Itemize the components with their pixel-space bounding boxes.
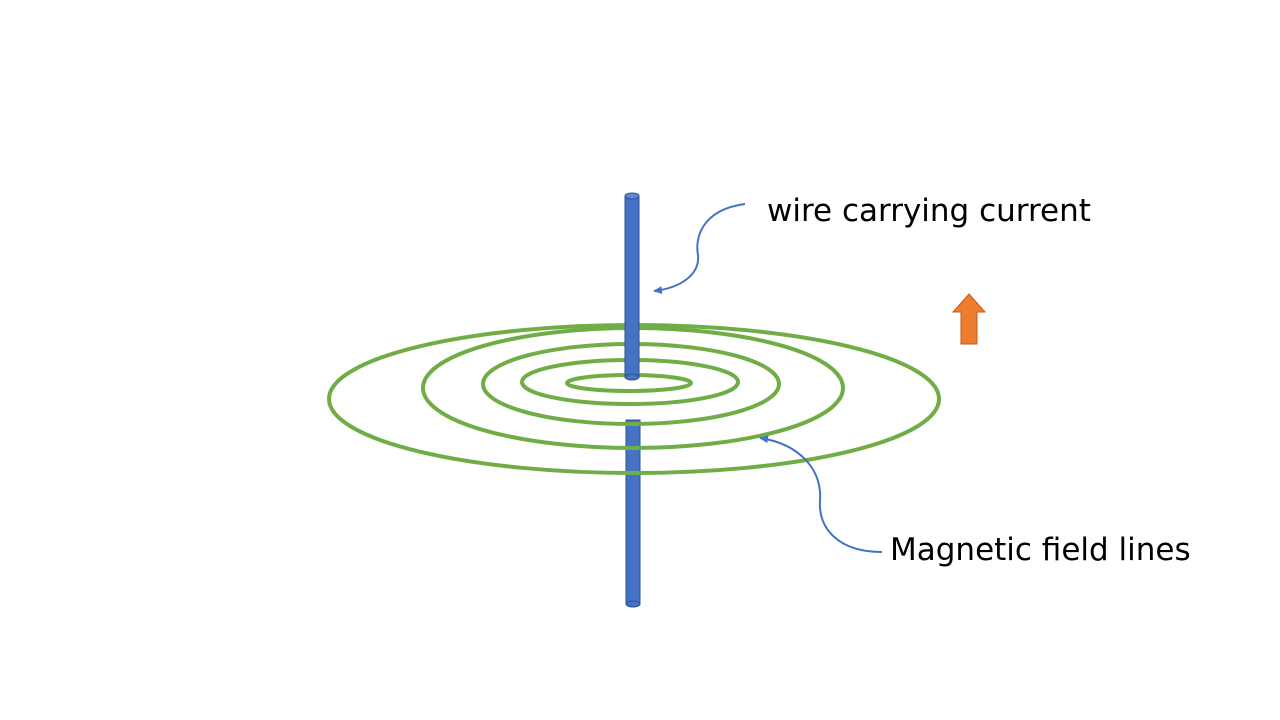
wire-callout-line <box>653 203 746 295</box>
wire-upper <box>624 192 640 381</box>
wire-label: wire carrying current <box>767 193 1091 229</box>
field-lines-label: Magnetic field lines <box>890 532 1191 568</box>
field-callout-line <box>759 435 883 553</box>
arrow-up-icon <box>951 293 987 345</box>
wire-lower <box>625 419 641 608</box>
